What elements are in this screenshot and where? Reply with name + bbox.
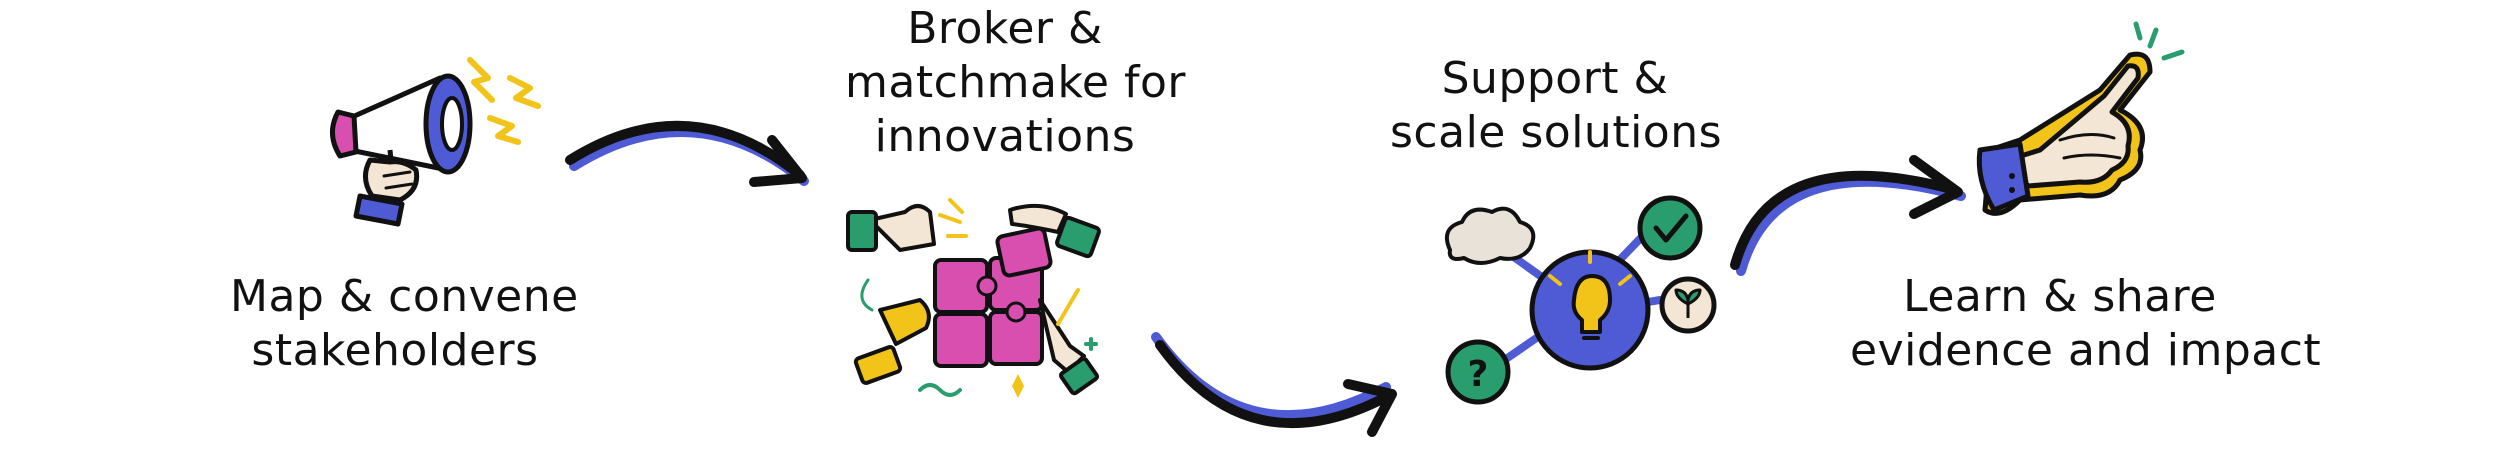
- idea-network-icon: ?: [1445, 195, 1717, 405]
- step-label-broker: Broker & matchmake for innovations: [845, 2, 1186, 164]
- step-label-line: Learn & share: [1903, 271, 2217, 322]
- step-label-line: Support &: [1441, 53, 1669, 104]
- arrow-3: [1730, 155, 1966, 276]
- step-label-learn: Learn & share evidence and impact: [1850, 270, 2322, 378]
- step-label-support: Support & scale solutions: [1390, 52, 1723, 160]
- step-label-line: stakeholders: [251, 325, 539, 376]
- megaphone-icon: [330, 57, 541, 227]
- step-label-line: innovations: [874, 111, 1136, 162]
- step-label-line: Map & convene: [230, 271, 579, 322]
- arrow-2: [1151, 332, 1397, 437]
- pointing-hand-icon: [1976, 21, 2185, 216]
- step-label-line: matchmake for: [845, 57, 1186, 108]
- puzzle-hands-icon: [846, 198, 1101, 398]
- svg-text:?: ?: [1468, 354, 1489, 395]
- step-label-line: Broker &: [907, 3, 1103, 54]
- arrow-1: [565, 120, 809, 187]
- step-label-line: scale solutions: [1390, 107, 1723, 158]
- step-label-map: Map & convene stakeholders: [230, 270, 579, 378]
- step-label-line: evidence and impact: [1850, 325, 2322, 376]
